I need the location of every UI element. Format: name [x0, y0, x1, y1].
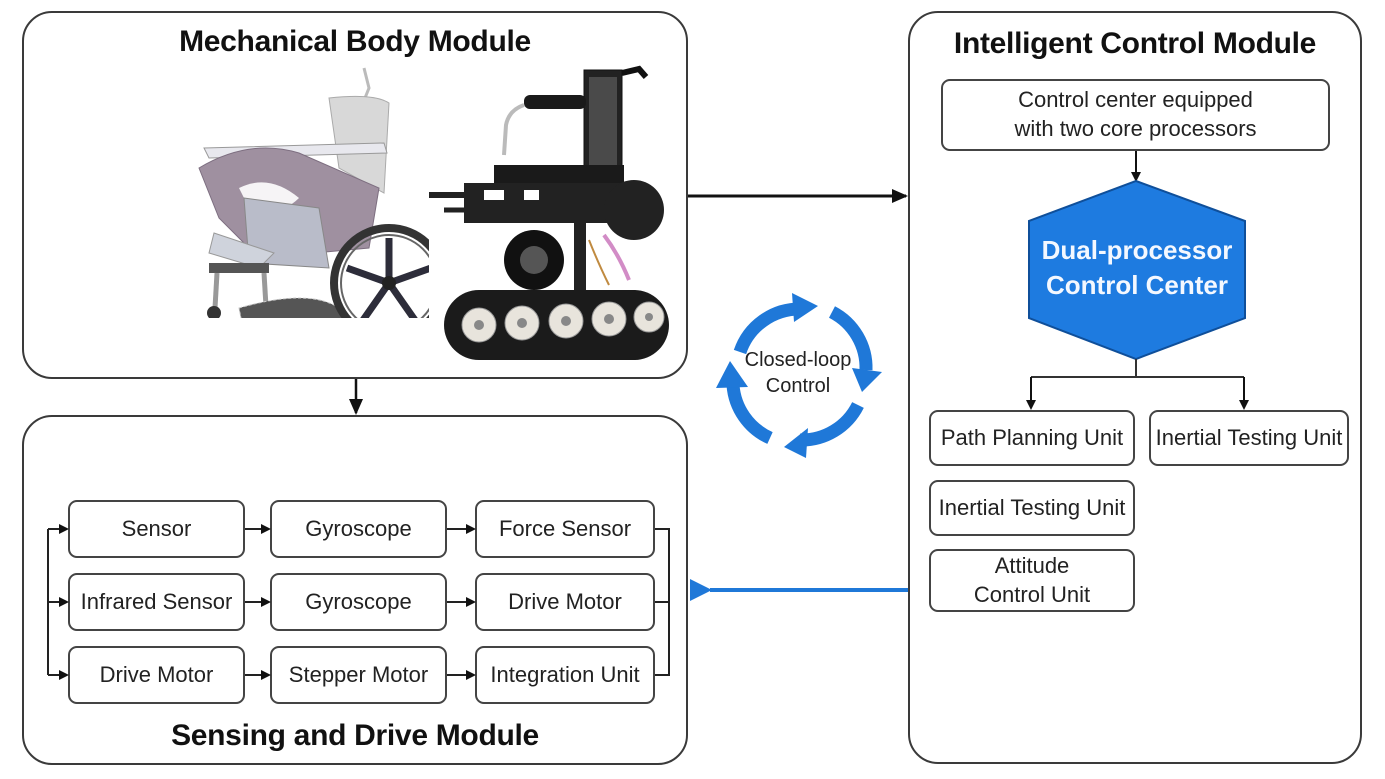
control-center-description-box: Control center equipped with two core pr…	[941, 79, 1330, 151]
attitude-line-1: Attitude	[994, 552, 1070, 578]
sensing-box-stepper-motor: Stepper Motor	[270, 646, 447, 704]
control-center-line-1: Control center equipped	[1018, 87, 1253, 113]
path-planning-unit-box: Path Planning Unit	[929, 410, 1135, 466]
closed-loop-label: Closed-loop Control	[733, 347, 863, 399]
sensing-box-infrared-sensor: Infrared Sensor	[68, 573, 245, 631]
closed-loop-line-1: Closed-loop	[744, 349, 852, 371]
inertial-testing-unit-box-1: Inertial Testing Unit	[1149, 410, 1349, 466]
tracked-wheelchair-photo-icon	[429, 65, 669, 360]
hexagon-branch-connector	[1031, 359, 1244, 378]
sensing-box-gyroscope-1: Gyroscope	[270, 500, 447, 558]
mechanical-body-module-panel: Mechanical Body Module	[22, 11, 688, 379]
sensing-box-gyroscope-2: Gyroscope	[270, 573, 447, 631]
closed-loop-arrowheads	[716, 293, 882, 458]
sensing-box-drive-motor-1: Drive Motor	[475, 573, 655, 631]
attitude-line-2: Control Unit	[973, 581, 1091, 607]
cad-wheelchair-render-icon	[198, 67, 429, 318]
sensing-box-integration-unit: Integration Unit	[475, 646, 655, 704]
sensing-box-drive-motor-2: Drive Motor	[68, 646, 245, 704]
closed-loop-line-2: Control	[765, 375, 831, 397]
inertial-testing-unit-box-2: Inertial Testing Unit	[929, 480, 1135, 536]
sensing-box-force-sensor: Force Sensor	[475, 500, 655, 558]
control-center-line-2: with two core processors	[1014, 116, 1257, 141]
intelligent-control-module-title: Intelligent Control Module	[953, 27, 1317, 60]
attitude-control-unit-box: Attitude Control Unit	[929, 549, 1135, 612]
sensing-drive-module-title: Sensing and Drive Module	[171, 719, 539, 752]
sensing-box-sensor: Sensor	[68, 500, 245, 558]
mechanical-body-module-title: Mechanical Body Module	[179, 25, 531, 58]
hexagon-line-2: Control Center	[1046, 270, 1228, 301]
closed-loop-arrows-icon	[726, 302, 873, 447]
sensing-right-bracket	[655, 528, 670, 676]
hexagon-line-1: Dual-processor	[1041, 235, 1233, 265]
hexagon-label: Dual-processor Control Center	[1029, 233, 1245, 303]
